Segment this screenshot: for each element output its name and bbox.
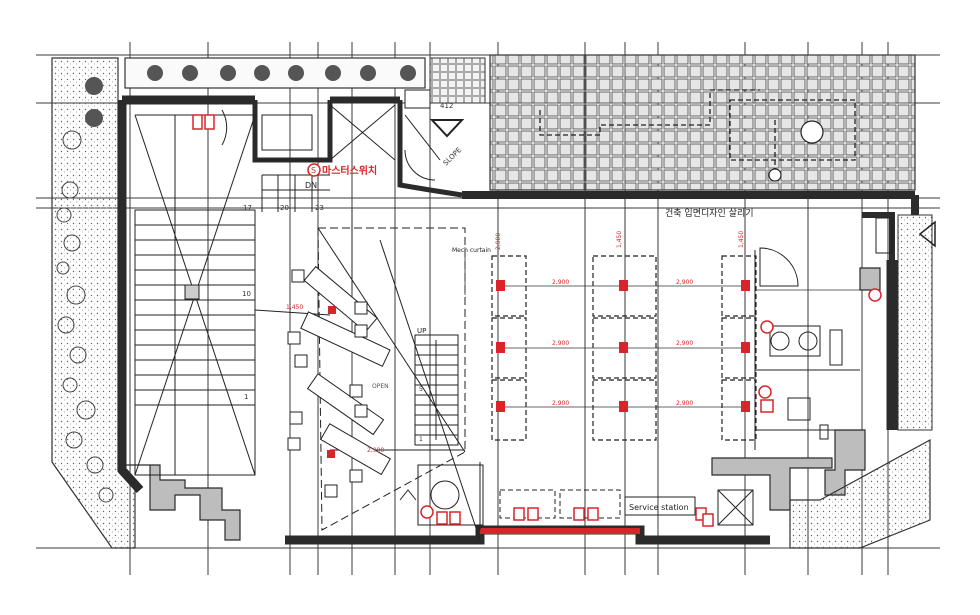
shrub-icon	[182, 65, 198, 81]
stair-number-10: 10	[242, 290, 251, 298]
shrub-icon	[360, 65, 376, 81]
outlet-icon	[760, 399, 774, 413]
s-circle-icon	[307, 163, 321, 177]
tree-icon	[85, 109, 103, 127]
dim-v3: 1,450	[738, 231, 745, 248]
dim-b1: 2,900	[552, 340, 569, 347]
entry-arrow-icon	[918, 220, 936, 248]
shrub-icon	[254, 65, 270, 81]
tiled-terrace	[489, 54, 916, 191]
shrub-icon	[147, 65, 163, 81]
fixture-marker	[327, 450, 335, 458]
dim-b2: 2,900	[676, 340, 693, 347]
s-glyph: S	[311, 166, 316, 175]
dimension-lines	[464, 252, 860, 408]
shrub-icon	[220, 65, 236, 81]
outlet-icon	[420, 505, 714, 527]
service-station-label: Service station	[629, 503, 689, 512]
facade-note: 건축 입면디자인 살리기	[665, 207, 754, 219]
up-label: UP	[417, 327, 426, 335]
slope-label: SLOPE	[442, 146, 463, 167]
top-planter	[124, 57, 486, 104]
shrub-icon	[325, 65, 341, 81]
s-circle-icon	[868, 288, 882, 302]
stair-number-1b: 1	[419, 436, 423, 443]
dn-label: DN	[305, 181, 317, 190]
entry-lounge	[754, 217, 893, 450]
stair-number-17: 17	[243, 204, 252, 212]
dim-a2: 2,900	[676, 279, 693, 286]
fixtures	[496, 280, 750, 412]
shrub-icon	[288, 65, 304, 81]
dim-diag: 1,450	[286, 304, 303, 311]
s-circle-icon	[758, 385, 772, 399]
dim-v2: 2,900	[495, 233, 502, 250]
stair-number-1: 1	[244, 393, 248, 401]
shrub-icon	[400, 65, 416, 81]
right-planter	[897, 214, 933, 431]
furniture-cluster	[287, 265, 391, 498]
tree-icon	[85, 77, 103, 95]
service-area	[479, 462, 754, 530]
dim-c2: 2,900	[676, 400, 693, 407]
stair-center	[399, 334, 484, 526]
fixture-marker	[328, 306, 336, 314]
s-circle-icon	[760, 320, 774, 334]
red-threshold	[480, 528, 640, 534]
dim-v1: 1,450	[616, 231, 623, 248]
bottom-right-planter	[789, 438, 931, 549]
shaft	[221, 89, 441, 181]
ref-412: 412	[440, 102, 453, 110]
entry-arrow-icon	[429, 119, 465, 138]
stair-number-5: 5	[419, 386, 423, 393]
emergency-switch-label: 마스터스위치	[322, 164, 377, 177]
void-label: OPEN	[372, 383, 389, 390]
dim-c1: 2,900	[552, 400, 569, 407]
outlet-icon	[192, 114, 215, 130]
dim-a1: 2,900	[552, 279, 569, 286]
dim-left: 2,900	[367, 447, 384, 454]
wall-fill	[126, 267, 881, 541]
mech-curtain-label: Mech curtain	[452, 247, 491, 254]
stair-number-23: 23	[315, 204, 324, 212]
stair-number-20: 20	[280, 204, 289, 212]
